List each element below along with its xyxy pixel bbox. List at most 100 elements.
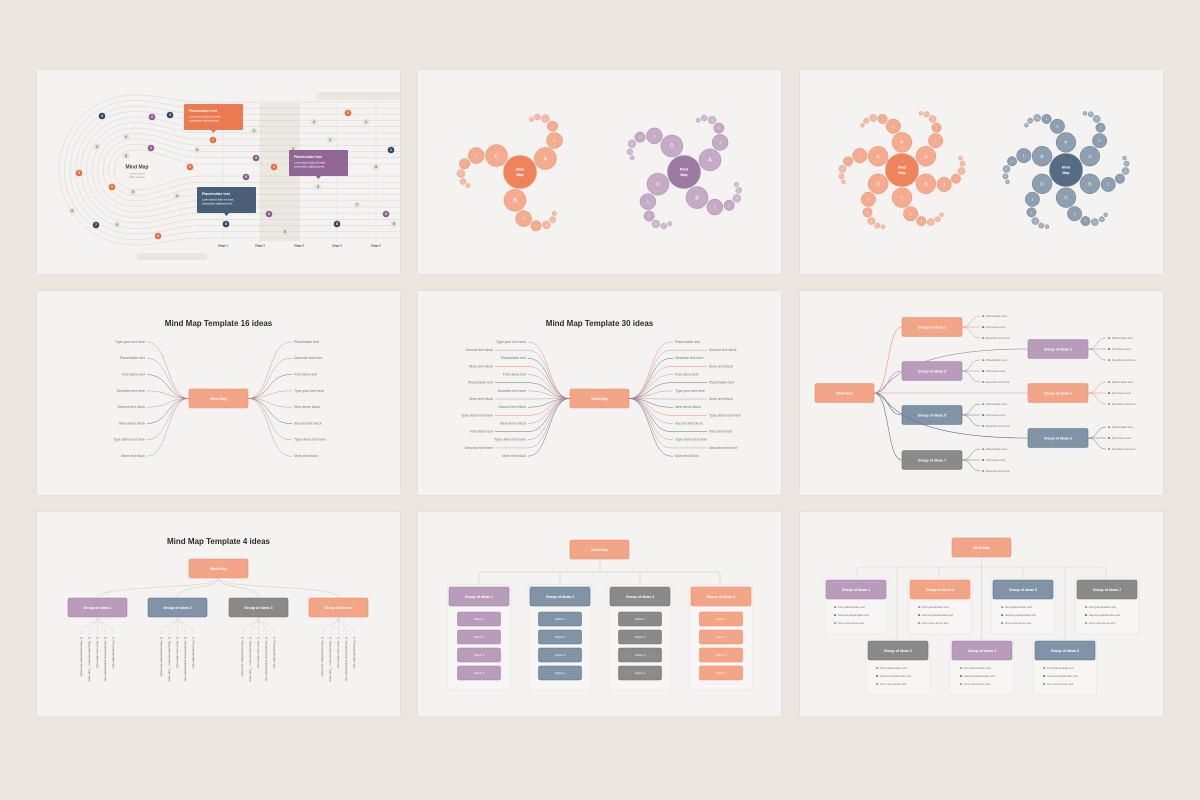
bubble-circle[interactable] [1080,216,1091,227]
group-node[interactable]: Group of ideas 5 [992,579,1054,600]
option-button[interactable]: Option 4 [699,665,743,681]
bubble[interactable]: 4 [549,216,556,223]
node-box[interactable] [618,665,662,681]
node-box[interactable] [308,597,369,618]
bubble-circle[interactable] [1095,122,1106,133]
bubble[interactable]: A [698,148,722,172]
stage-marker[interactable]: 2 [147,144,155,152]
group-node[interactable]: Group of ideas 3 [909,579,971,600]
bubble-circle[interactable] [695,117,701,123]
bubble[interactable]: 2 [459,158,470,170]
bubble[interactable]: 1 [711,134,729,151]
bubble-circle[interactable] [1087,111,1094,118]
bubble[interactable]: C [1055,187,1077,208]
bubble[interactable]: 5 [939,212,944,217]
bubble-circle[interactable] [860,191,876,207]
stage-marker[interactable]: 5 [281,228,289,236]
bubble[interactable]: E [867,146,889,167]
bubble-circle[interactable] [643,210,655,222]
bubble-circle[interactable] [551,210,557,216]
bubble[interactable]: 1 [706,198,724,216]
bubble[interactable]: E [1031,146,1053,167]
group-node[interactable]: Group of ideas 4 [951,640,1013,661]
bubble[interactable]: B [1079,173,1101,194]
bubble[interactable]: 3 [869,114,877,122]
bubble[interactable]: F [1055,132,1077,153]
node-box[interactable] [538,647,582,663]
bubble[interactable]: 1 [1067,206,1083,222]
bubble[interactable]: C [485,144,508,167]
bubble-circle[interactable] [639,193,657,210]
bubble[interactable]: 3 [867,217,876,225]
bubble-circle[interactable] [1044,224,1050,229]
stage-marker[interactable]: 4 [122,152,130,160]
bubble-circle[interactable] [923,111,930,118]
bubble-circle[interactable] [874,222,881,229]
bubble-circle[interactable] [1002,173,1009,180]
bubble-circle[interactable] [468,147,485,164]
bubble-circle[interactable] [629,155,635,161]
bubble-circle[interactable] [711,134,729,151]
center-bubble[interactable] [503,155,537,189]
group-node[interactable]: Group of ideas 1 [825,579,887,600]
node-box[interactable] [228,597,289,618]
bubble[interactable]: 2 [931,122,942,133]
node-box[interactable] [529,586,591,607]
bubble-circle[interactable] [915,173,937,194]
bubble[interactable]: 5 [465,183,471,189]
bubble[interactable]: 5 [1044,224,1050,229]
bubble[interactable]: 2 [1095,122,1106,133]
center-bubble[interactable] [1049,153,1083,187]
bubble[interactable]: 4 [1027,117,1034,124]
stage-marker[interactable]: 5 [129,188,137,196]
bubble-circle[interactable] [869,114,877,122]
bubble-circle[interactable] [863,117,870,124]
bubble-circle[interactable] [939,212,944,217]
bubble-circle[interactable] [626,148,634,155]
bubble-circle[interactable] [1033,114,1041,122]
bubble[interactable]: 4 [1098,216,1105,223]
bubble[interactable]: 3 [957,167,966,175]
group-node[interactable]: Group of ideas 4 [308,597,369,618]
bubble-circle[interactable] [530,220,542,232]
bubble-circle[interactable] [958,155,963,161]
bubble-circle[interactable] [1024,123,1029,128]
bubble[interactable]: 5 [1122,155,1127,161]
stage-marker[interactable]: 2 [209,136,217,144]
bubble[interactable]: 4 [923,111,930,118]
option-button[interactable]: Option 1 [457,611,501,627]
bubble-circle[interactable] [1082,111,1088,116]
center-node[interactable]: Mind Map [569,539,630,560]
node-box[interactable] [457,647,501,663]
bubble-circle[interactable] [534,147,557,170]
stage-marker[interactable]: 1 [362,118,370,126]
stage-marker[interactable]: 3 [93,143,101,151]
bubble-circle[interactable] [880,224,886,229]
bubble-circle[interactable] [885,118,901,134]
bubble[interactable]: 4 [660,222,667,230]
bubble[interactable]: B [685,186,709,209]
bubble-circle[interactable] [928,115,937,123]
bubble[interactable]: 1 [546,132,563,149]
bubble-circle[interactable] [936,176,952,192]
node-box[interactable] [609,586,671,607]
bubble-circle[interactable] [503,189,527,212]
stage-marker[interactable]: 8 [333,220,341,228]
bubble[interactable]: 3 [707,115,717,125]
stage-marker[interactable]: 3 [166,111,174,119]
node-box[interactable] [618,629,662,645]
node-box[interactable] [699,665,743,681]
bubble-circle[interactable] [1041,113,1052,124]
bubble[interactable]: 4 [934,216,941,223]
node-box[interactable] [457,665,501,681]
bubble[interactable]: 4 [626,148,634,155]
bubble-circle[interactable] [660,134,684,158]
node-box[interactable] [1027,383,1089,403]
bubble-circle[interactable] [1092,133,1108,149]
bubble-circle[interactable] [1079,173,1101,194]
bubble[interactable]: 2 [547,120,558,132]
